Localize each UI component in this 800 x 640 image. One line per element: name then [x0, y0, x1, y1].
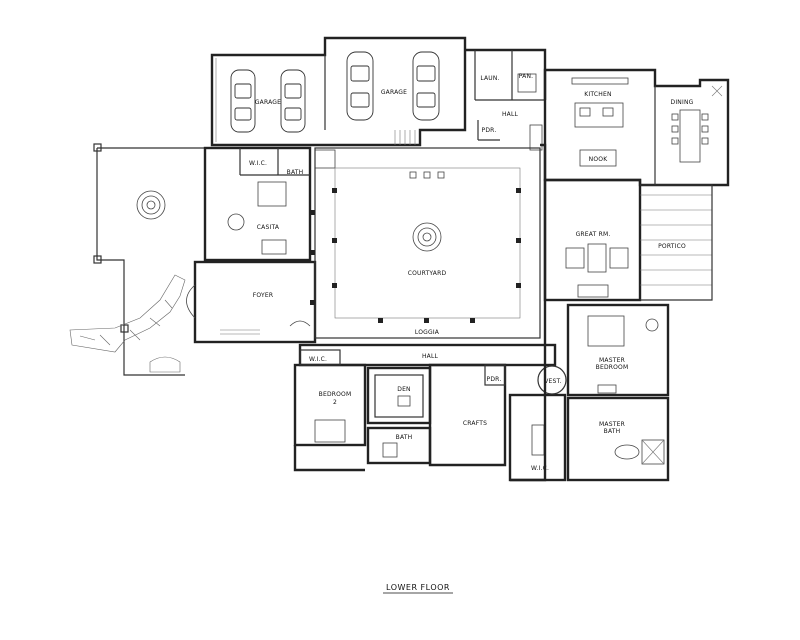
- patio-pier: [120, 324, 129, 333]
- master-bathtub: [614, 444, 640, 460]
- kitchen-label: KITCHEN: [584, 91, 611, 98]
- powder-bottom-label: PDR.: [487, 376, 502, 383]
- fire-pit: [136, 190, 166, 220]
- coffee-table: [587, 243, 607, 273]
- service-wing: LAUN. PAN. HALL PDR.: [465, 48, 547, 141]
- kitchen-counter: [571, 77, 629, 85]
- planter: [149, 356, 181, 373]
- bed2-wic-label: W.I.C.: [309, 356, 327, 363]
- kitchen-counter-side: [529, 124, 543, 151]
- bedroom2-label: BEDROOM: [319, 391, 352, 398]
- bedroom2-number: 2: [333, 399, 337, 406]
- courtyard: COURTYARD LOGGIA: [310, 147, 541, 339]
- bedroom2-bed: [314, 419, 346, 443]
- casita-shower: [314, 149, 336, 169]
- hall-bottom-label: HALL: [422, 353, 439, 360]
- hall-top-label: HALL: [502, 111, 519, 118]
- foyer-label: FOYER: [253, 292, 273, 299]
- loggia-label: LOGGIA: [415, 329, 440, 336]
- bed2-bath-label: BATH: [396, 434, 413, 441]
- car-icon: [346, 51, 374, 121]
- casita-label: CASITA: [257, 224, 280, 231]
- kitchen-island: [574, 102, 624, 128]
- garage-steps: [394, 130, 416, 145]
- casita-desk: [261, 239, 287, 255]
- pantry-label: PAN.: [519, 73, 534, 80]
- courtyard-fountain: [412, 222, 442, 252]
- fireplace: [577, 284, 609, 298]
- car-icon: [280, 69, 306, 133]
- master-bench: [597, 384, 617, 394]
- foyer-stair-curve: [289, 320, 311, 327]
- master-bedroom-label-1: MASTER: [599, 357, 625, 364]
- garage-right-label: GARAGE: [381, 89, 407, 96]
- vestibule-label: VEST.: [544, 378, 562, 385]
- garage-left-label: GARAGE: [255, 99, 281, 106]
- great-room: GREAT RM. PORTICO: [543, 178, 713, 302]
- bath-tub: [382, 442, 398, 458]
- south-wing: HALL W.I.C. BEDROOM 2 DEN BATH CRAFTS PD…: [293, 303, 670, 482]
- nook-label: NOOK: [589, 156, 609, 163]
- casita-wing: W.I.C. BATH CASITA: [203, 146, 336, 262]
- master-bath-label-1: MASTER: [599, 421, 625, 428]
- crafts-label: CRAFTS: [463, 420, 487, 427]
- casita-bath-label: BATH: [287, 169, 304, 176]
- laundry-label: LAUN.: [480, 75, 499, 82]
- den-label: DEN: [397, 386, 411, 393]
- pantry-shelf: [517, 73, 537, 93]
- master-shower: [641, 439, 665, 465]
- garage-wing: GARAGE GARAGE: [210, 36, 467, 147]
- den-chair: [397, 395, 411, 407]
- car-icon: [230, 69, 256, 133]
- nook-table: [579, 149, 617, 167]
- great-room-label: GREAT RM.: [576, 231, 611, 238]
- patio-pier: [93, 255, 102, 264]
- portico-label: PORTICO: [658, 243, 686, 250]
- courtyard-label: COURTYARD: [408, 270, 447, 277]
- sofa: [565, 247, 585, 269]
- stone-path: [69, 274, 186, 353]
- master-bedroom-label-2: BEDROOM: [596, 364, 629, 371]
- casita-wic-label: W.I.C.: [249, 160, 267, 167]
- sofa: [609, 247, 629, 269]
- master-bed: [587, 315, 625, 347]
- casita-bed: [257, 181, 287, 207]
- master-bath-label-2: BATH: [604, 428, 621, 435]
- courtyard-columns: [310, 188, 521, 323]
- kitchen-wing: KITCHEN NOOK DINING: [529, 68, 730, 187]
- wic-island: [531, 424, 545, 456]
- powder-top-label: PDR.: [482, 127, 497, 134]
- patio-pier: [93, 143, 102, 152]
- casita-table: [227, 213, 245, 231]
- foyer-wing: FOYER: [186, 260, 317, 344]
- dining-table: [679, 109, 701, 163]
- patio-area: [69, 143, 205, 376]
- master-wic-label: W.I.C.: [531, 465, 549, 472]
- car-icon: [412, 51, 440, 121]
- vestibule-rotunda: [537, 365, 567, 395]
- plan-title: LOWER FLOOR: [386, 583, 450, 592]
- foyer-entry-arch: [186, 284, 196, 319]
- dining-label: DINING: [671, 99, 694, 106]
- master-chair: [645, 318, 659, 332]
